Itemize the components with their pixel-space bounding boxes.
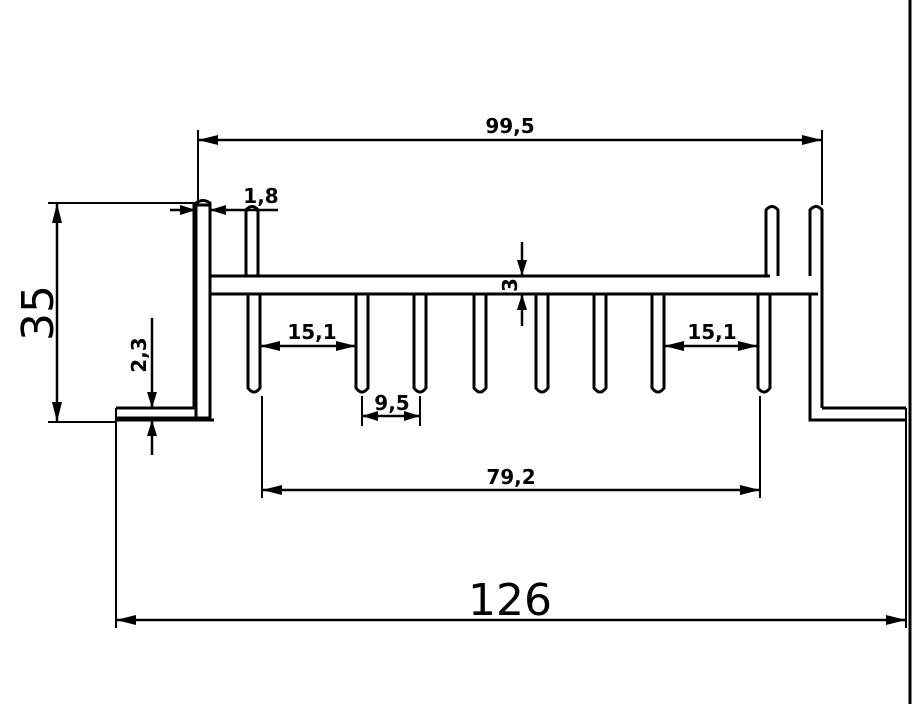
right-upper-fin-1 — [764, 205, 780, 276]
dim-overall-width: 126 — [115, 408, 907, 628]
dim-flange-thickness: 2,3 — [127, 318, 157, 455]
dim-flange-thickness-label: 2,3 — [127, 337, 151, 372]
dim-fin-span: 79,2 — [261, 396, 761, 498]
lower-fin-7 — [650, 294, 666, 394]
right-flange — [808, 294, 906, 422]
dim-fin-pitch: 9,5 — [361, 391, 421, 426]
dim-top-width-label: 99,5 — [485, 114, 534, 138]
lower-fin-2 — [354, 294, 370, 394]
dim-right-gap-label: 15,1 — [687, 320, 736, 344]
lower-fin-6 — [592, 294, 608, 394]
dim-fin-pitch-label: 9,5 — [374, 391, 409, 415]
lower-fin-3 — [412, 294, 428, 394]
dim-base-thickness-label: 3 — [498, 278, 522, 292]
dim-fin-span-label: 79,2 — [486, 465, 535, 489]
left-upper-fin — [244, 205, 260, 276]
dim-height: 35 — [13, 202, 196, 423]
dim-base-thickness: 3 — [498, 242, 527, 326]
left-outer-wall — [194, 199, 212, 420]
dim-overall-width-label: 126 — [468, 575, 552, 626]
lower-fin-8 — [756, 294, 772, 394]
dim-top-width: 99,5 — [197, 114, 823, 205]
dim-height-label: 35 — [13, 285, 64, 341]
dim-wall-thickness-label: 1,8 — [243, 184, 278, 208]
lower-fin-4 — [472, 294, 488, 394]
lower-fin-1 — [246, 294, 262, 394]
dim-wall-thickness: 1,8 — [170, 184, 279, 215]
lower-fin-5 — [534, 294, 550, 394]
dim-left-gap-label: 15,1 — [287, 320, 336, 344]
dim-right-gap: 15,1 — [664, 320, 758, 351]
dim-left-gap: 15,1 — [260, 320, 356, 351]
profile-outline — [116, 199, 906, 422]
right-upper-fin-2 — [808, 205, 824, 408]
